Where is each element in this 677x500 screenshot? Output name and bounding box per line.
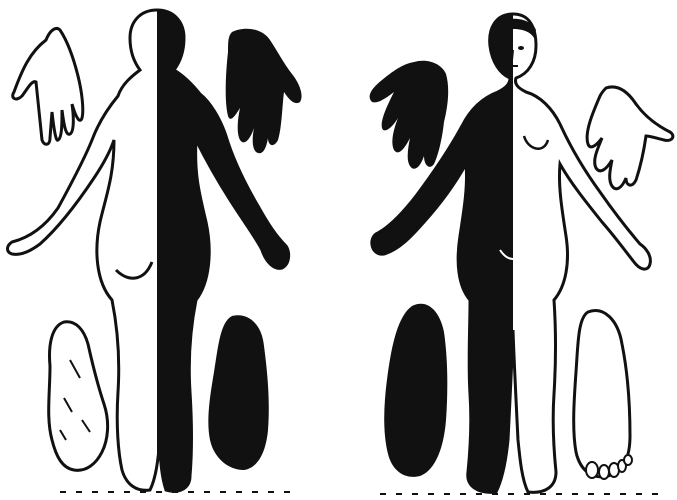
hand-outline-icon: [13, 28, 83, 144]
hand-black-icon: [226, 29, 302, 154]
hand-outline-icon-2: [587, 87, 673, 189]
foot-black-icon: [208, 315, 268, 470]
foot-outline-icon-2: [574, 311, 632, 479]
foot-outline-icon: [49, 322, 108, 471]
hand-black-icon-2: [370, 61, 449, 169]
foot-black-icon-2: [384, 304, 447, 477]
